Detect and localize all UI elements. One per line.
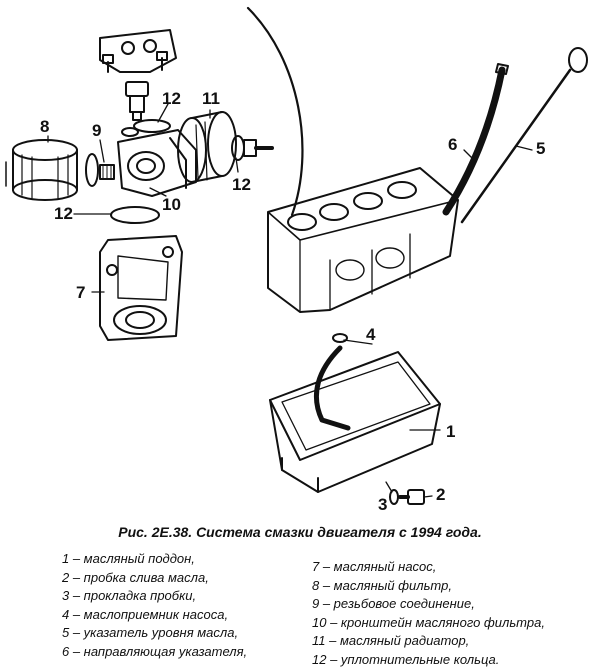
legend-item: 12 – уплотнительные кольца. (312, 651, 545, 669)
legend-item: 11 – масляный радиатор, (312, 632, 545, 651)
legend-item: 7 – масляный насос, (312, 558, 545, 577)
seal-ring-filter (86, 154, 98, 186)
drain-plug-gasket (390, 490, 398, 504)
oil-filter (6, 140, 77, 200)
figure-caption: Рис. 2Е.38. Система смазки двигателя с 1… (0, 524, 600, 540)
oil-sump (270, 352, 440, 492)
callout-3: 3 (378, 495, 387, 514)
legend-item: 3 – прокладка пробки, (62, 587, 247, 606)
legend-item: 1 – масляный поддон, (62, 550, 247, 569)
drain-plug (400, 490, 424, 504)
legend-item: 2 – пробка слива масла, (62, 569, 247, 588)
mounting-bracket (100, 30, 176, 72)
callout-1: 1 (446, 422, 455, 441)
seal-ring-top (134, 120, 170, 132)
threaded-connection (100, 165, 114, 179)
filter-bracket (118, 130, 196, 196)
callout-5: 5 (536, 139, 545, 158)
legend-item: 8 – масляный фильтр, (312, 577, 545, 596)
callout-9: 9 (92, 121, 101, 140)
lubrication-system-diagram: 1 2 3 4 5 6 7 8 9 10 11 12 12 12 12 (0, 0, 600, 520)
legend-item: 9 – резьбовое соединение, (312, 595, 545, 614)
callout-2: 2 (436, 485, 445, 504)
separator-arc (248, 8, 302, 215)
callout-7: 7 (76, 283, 85, 302)
legend-right: 7 – масляный насос,8 – масляный фильтр,9… (312, 558, 545, 669)
cooler-bolt (244, 140, 272, 156)
legend-item: 6 – направляющая указателя, (62, 643, 247, 662)
seal-ring-cooler (232, 136, 244, 160)
seal-ring-small (122, 128, 138, 136)
callout-12-lower: 12 (54, 204, 73, 223)
engine-block (268, 168, 458, 312)
legend-item: 10 – кронштейн масляного фильтра, (312, 614, 545, 633)
callout-10: 10 (162, 195, 181, 214)
legend-left: 1 – масляный поддон,2 – пробка слива мас… (62, 550, 247, 661)
callout-12-cooler: 12 (232, 175, 251, 194)
oil-pump (100, 236, 182, 340)
callout-4: 4 (366, 325, 376, 344)
legend-item: 4 – маслоприемник насоса, (62, 606, 247, 625)
callout-8: 8 (40, 117, 49, 136)
oil-pressure-sensor (126, 82, 148, 120)
seal-ring-lower (111, 207, 159, 223)
callout-6: 6 (448, 135, 457, 154)
legend-item: 5 – указатель уровня масла, (62, 624, 247, 643)
callout-12-top: 12 (162, 89, 181, 108)
callout-11: 11 (202, 89, 220, 108)
